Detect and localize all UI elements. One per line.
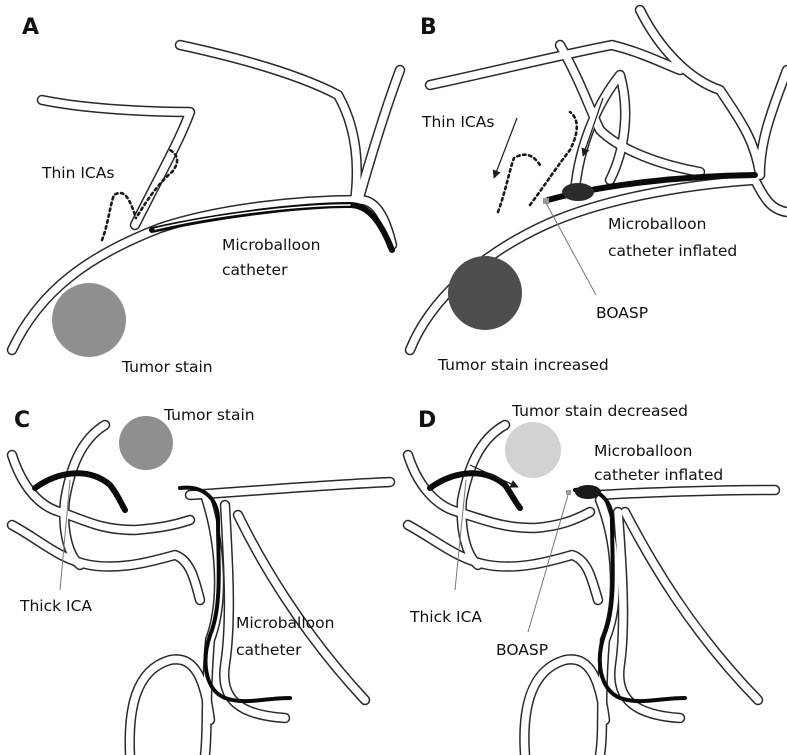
panel-a-tumor-label: Tumor stain bbox=[121, 358, 213, 376]
panel-a-catheter-label-1: Microballoon bbox=[222, 236, 320, 254]
panel-b-tumor-label: Tumor stain increased bbox=[437, 356, 609, 374]
panel-d: D Tumor stain decreased bbox=[408, 402, 775, 755]
panel-b-arrow-1 bbox=[494, 118, 517, 178]
panel-a-thin-ica-dotted-1 bbox=[102, 193, 136, 240]
panel-a-catheter-label-2: catheter bbox=[222, 261, 288, 279]
panel-c-tumor-label: Tumor stain bbox=[163, 406, 255, 424]
panel-d-boasp-label: BOASP bbox=[496, 641, 548, 659]
panel-d-tumor-label: Tumor stain decreased bbox=[511, 402, 688, 420]
panel-c-catheter-label-1: Microballoon bbox=[236, 614, 334, 632]
panel-b-tumor-stain bbox=[448, 256, 522, 330]
panel-d-catheter-label-1: Microballoon bbox=[594, 442, 692, 460]
panel-b-letter: B bbox=[420, 15, 437, 40]
panel-c-thick-ica-label: Thick ICA bbox=[19, 597, 92, 615]
panel-d-thick-ica-label: Thick ICA bbox=[409, 608, 482, 626]
panel-a-letter: A bbox=[22, 15, 39, 40]
panel-d-boasp-marker bbox=[566, 490, 571, 495]
panel-d-letter: D bbox=[418, 408, 436, 433]
panel-c: C Tumor stain Thick ICA Microballoon bbox=[12, 406, 390, 755]
panel-b-catheter-label-1: Microballoon bbox=[608, 215, 706, 233]
panel-b-boasp-label: BOASP bbox=[596, 304, 648, 322]
panel-a: A Thin ICAs Microballoon catheter Tumor … bbox=[12, 15, 400, 376]
panel-c-tumor-stain bbox=[119, 416, 173, 470]
panel-c-catheter-label-2: catheter bbox=[236, 641, 302, 659]
panel-a-thin-icas-label: Thin ICAs bbox=[41, 164, 114, 182]
panel-b-thin-icas-label: Thin ICAs bbox=[421, 113, 494, 131]
panel-b-thin-ica-dotted-1 bbox=[498, 155, 540, 212]
panel-b: B Thin ICAs Microballoon catheter inflat… bbox=[410, 10, 787, 374]
panel-d-inflated-balloon bbox=[575, 485, 601, 499]
panel-b-catheter-label-2: catheter inflated bbox=[608, 242, 737, 260]
panel-b-inflated-balloon bbox=[562, 183, 594, 201]
panel-d-catheter-label-2: catheter inflated bbox=[594, 466, 723, 484]
panel-d-tumor-stain bbox=[505, 422, 561, 478]
panel-c-letter: C bbox=[14, 408, 30, 433]
panel-a-tumor-stain bbox=[52, 283, 126, 357]
